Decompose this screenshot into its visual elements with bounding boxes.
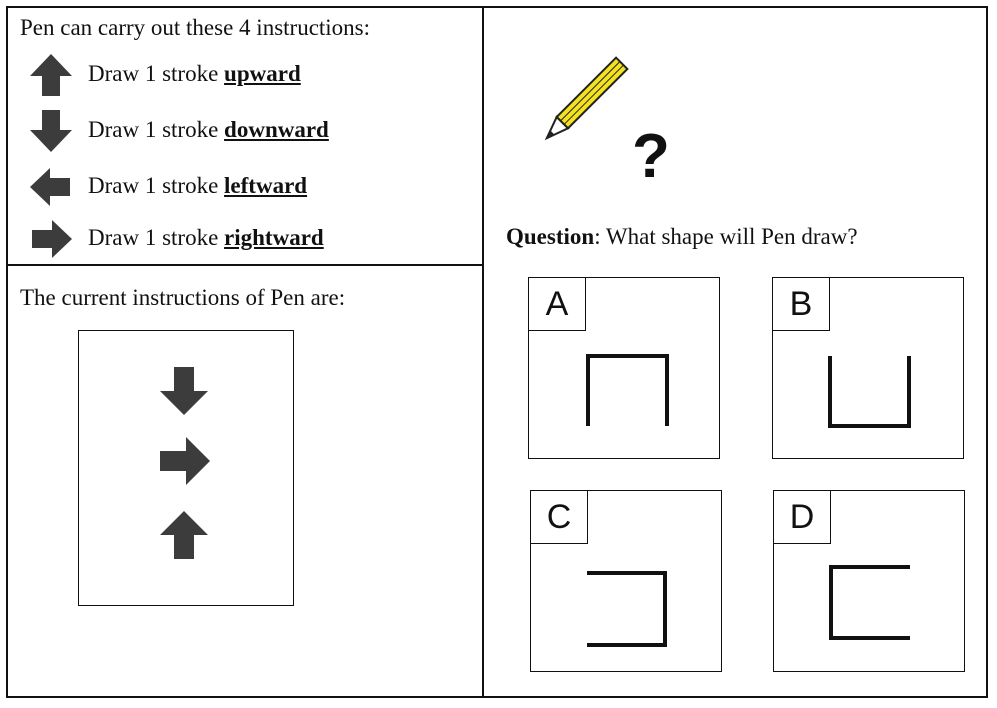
- option-a[interactable]: A: [528, 277, 720, 459]
- program-label: The current instructions of Pen are:: [20, 285, 346, 310]
- instruction-rightward-text: Draw 1 stroke rightward: [88, 224, 324, 252]
- option-c[interactable]: C: [530, 490, 722, 672]
- pencil-icon: [544, 56, 629, 141]
- option-label: C: [530, 490, 588, 544]
- question-text: Question: What shape will Pen draw?: [506, 223, 858, 251]
- instruction-prefix: Draw 1 stroke: [88, 117, 225, 142]
- option-label: D: [773, 490, 831, 544]
- arrow-right-icon: [160, 437, 210, 485]
- instruction-direction: leftward: [224, 173, 308, 198]
- puzzle-frame: [6, 6, 988, 698]
- instruction-downward-text: Draw 1 stroke downward: [88, 116, 329, 144]
- instruction-leftward-text: Draw 1 stroke leftward: [88, 172, 307, 200]
- instruction-prefix: Draw 1 stroke: [88, 173, 225, 198]
- option-c-shape: [587, 571, 667, 647]
- program-box: [78, 330, 294, 606]
- instruction-direction: downward: [224, 117, 329, 142]
- question-body: : What shape will Pen draw?: [594, 224, 858, 249]
- instruction-direction: rightward: [224, 225, 324, 250]
- instruction-upward-text: Draw 1 stroke upward: [88, 60, 301, 88]
- option-label: A: [528, 277, 586, 331]
- vertical-divider: [482, 6, 484, 698]
- arrow-right-icon: [32, 220, 72, 258]
- option-a-shape: [586, 354, 669, 426]
- question-prefix: Question: [506, 224, 595, 249]
- arrow-up-icon: [160, 511, 208, 559]
- arrow-left-icon: [30, 168, 70, 206]
- intro-text: Pen can carry out these 4 instructions:: [20, 15, 371, 40]
- option-d[interactable]: D: [773, 490, 965, 672]
- instruction-direction: upward: [224, 61, 301, 86]
- instruction-prefix: Draw 1 stroke: [88, 225, 225, 250]
- question-mark: ?: [632, 122, 670, 191]
- option-label: B: [772, 277, 830, 331]
- option-b[interactable]: B: [772, 277, 964, 459]
- option-b-shape: [828, 356, 911, 428]
- arrow-down-icon: [30, 110, 72, 152]
- option-d-shape: [829, 565, 910, 640]
- arrow-up-icon: [30, 54, 72, 96]
- instruction-prefix: Draw 1 stroke: [88, 61, 225, 86]
- arrow-down-icon: [160, 367, 208, 415]
- horizontal-divider: [6, 264, 484, 266]
